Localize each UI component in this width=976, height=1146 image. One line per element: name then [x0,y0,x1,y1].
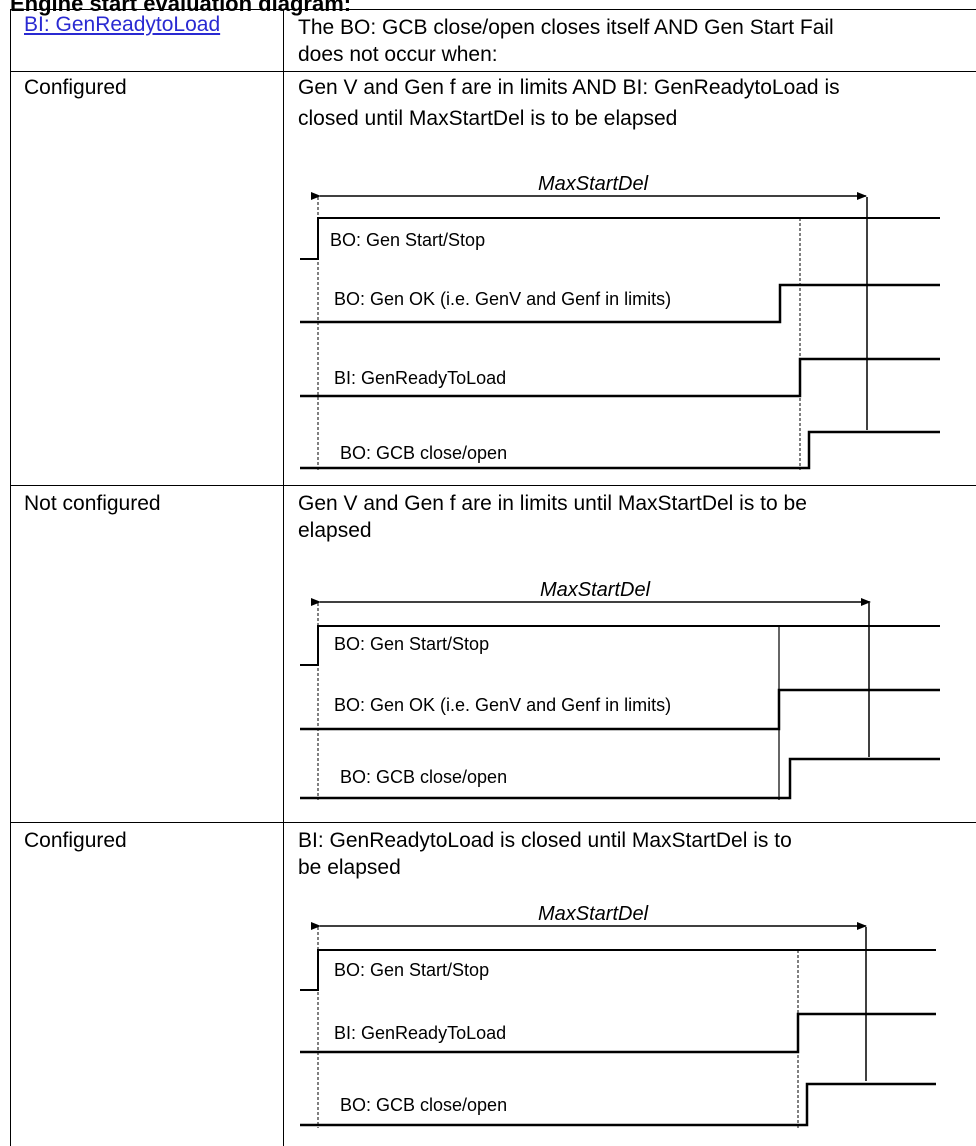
max-start-del-label: MaxStartDel [538,173,649,195]
table-column-divider [283,9,284,1146]
signal-gen-ready-to-load [300,1012,936,1054]
signal-label: BI: GenReadyToLoad [334,368,506,388]
header-description-line-1: The BO: GCB close/open closes itself AND… [298,16,834,39]
timing-diagram-3: MaxStartDel BO: Gen Start/Stop BI: GenRe… [300,903,936,1128]
signal-gcb-close-open [300,1082,936,1127]
max-start-del-label: MaxStartDel [538,903,649,925]
signal-label: BO: Gen Start/Stop [330,230,485,250]
header-description-line-2: does not occur when: [298,43,498,66]
row-2-condition-line-1: Gen V and Gen f are in limits until MaxS… [298,492,807,515]
timing-diagram-2: MaxStartDel BO: Gen Start/Stop BO: Gen O… [300,579,940,800]
signal-gcb-close-open [300,430,940,470]
page-heading: Engine start evaluation diagram: [10,0,352,16]
row-2-config-state: Not configured [24,492,161,515]
signal-label: BI: GenReadyToLoad [334,1023,506,1043]
timing-diagram-1: MaxStartDel BO: Gen Start/Stop BO: Gen O… [300,173,940,470]
signal-label: BO: Gen Start/Stop [334,634,489,654]
signal-gen-ready-to-load [300,357,940,398]
signal-label: BO: Gen OK (i.e. GenV and Genf in limits… [334,289,671,309]
row-3-condition-line-2: be elapsed [298,856,401,879]
signal-gen-start-stop [300,217,940,260]
signal-label: BO: GCB close/open [340,443,507,463]
signal-label: BO: GCB close/open [340,767,507,787]
row-1-condition-line-1: Gen V and Gen f are in limits AND BI: Ge… [298,76,840,99]
row-3-condition-line-1: BI: GenReadytoLoad is closed until MaxSt… [298,829,792,852]
table-row-divider [10,822,976,823]
signal-gen-ok [300,283,940,324]
max-start-del-label: MaxStartDel [540,579,651,601]
signal-gen-start-stop [300,949,936,991]
row-2-condition-line-2: elapsed [298,519,372,542]
signal-gen-ok [300,688,940,731]
table-row-divider [10,71,976,72]
signal-gcb-close-open [300,757,940,800]
table-border-top [10,9,976,10]
signal-label: BO: Gen OK (i.e. GenV and Genf in limits… [334,695,671,715]
row-1-config-state: Configured [24,76,127,99]
signal-gen-start-stop [300,625,940,666]
table-row-divider [10,485,976,486]
gen-ready-to-load-link[interactable]: BI: GenReadytoLoad [24,13,221,36]
signal-label: BO: Gen Start/Stop [334,960,489,980]
table-border-left [10,9,11,1146]
row-1-condition-line-2: closed until MaxStartDel is to be elapse… [298,107,678,130]
row-3-config-state: Configured [24,829,127,852]
signal-label: BO: GCB close/open [340,1095,507,1115]
